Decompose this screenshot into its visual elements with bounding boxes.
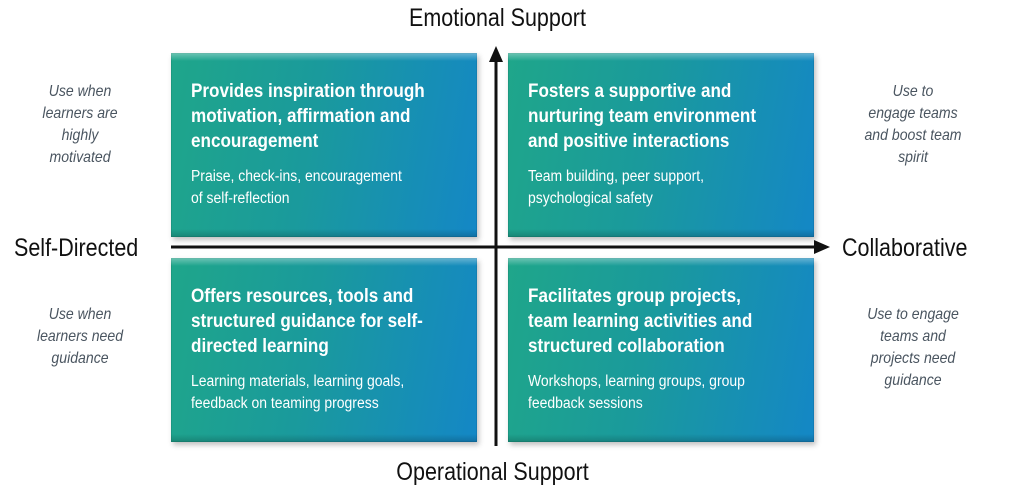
title-line: structured collaboration <box>528 336 725 357</box>
note-bottom-left: Use when learners need guidance <box>14 304 146 370</box>
vertical-axis-arrowhead <box>489 46 503 62</box>
note-line: learners are <box>42 105 118 122</box>
body-line: Learning materials, learning goals, <box>191 373 405 390</box>
note-line: learners need <box>36 328 124 345</box>
horizontal-axis-arrowhead <box>814 240 830 254</box>
note-line: engage teams <box>868 105 958 122</box>
note-line: Use to engage <box>867 306 959 323</box>
title-line: Fosters a supportive and <box>528 81 732 102</box>
quadrant-body: Workshops, learning groups, group feedba… <box>528 371 798 415</box>
note-bottom-right: Use to engage teams and projects need gu… <box>847 304 979 392</box>
quadrant-title: Fosters a supportive and nurturing team … <box>528 79 798 154</box>
title-line: nurturing team environment <box>528 106 757 127</box>
title-line: team learning activities and <box>528 311 753 332</box>
quadrant-bottom-left: Offers resources, tools and structured g… <box>171 258 477 442</box>
title-line: directed learning <box>191 336 329 357</box>
quadrant-title: Facilitates group projects, team learnin… <box>528 284 798 359</box>
body-line: Team building, peer support, <box>528 168 705 185</box>
quadrant-body: Team building, peer support, psychologic… <box>528 166 798 210</box>
title-line: motivation, affirmation and <box>191 106 411 127</box>
body-line: Workshops, learning groups, group <box>528 373 745 390</box>
note-line: guidance <box>51 350 109 367</box>
quadrant-title: Provides inspiration through motivation,… <box>191 79 461 154</box>
note-line: spirit <box>898 149 928 166</box>
quadrant-body: Learning materials, learning goals, feed… <box>191 371 461 415</box>
quadrant-top-left: Provides inspiration through motivation,… <box>171 53 477 237</box>
note-line: Use when <box>48 83 112 100</box>
axis-label-right: Collaborative <box>842 234 968 262</box>
note-top-left: Use when learners are highly motivated <box>14 81 146 169</box>
body-line: feedback on teaming progress <box>191 395 379 412</box>
title-line: Provides inspiration through <box>191 81 425 102</box>
quadrant-bottom-right: Facilitates group projects, team learnin… <box>508 258 814 442</box>
title-line: encouragement <box>191 131 319 152</box>
body-line: psychological safety <box>528 190 653 207</box>
body-line: Praise, check-ins, encouragement <box>191 168 402 185</box>
body-line: of self-reflection <box>191 190 290 207</box>
body-line: feedback sessions <box>528 395 643 412</box>
note-line: motivated <box>49 149 111 166</box>
note-line: projects need <box>870 350 956 367</box>
title-line: Offers resources, tools and <box>191 286 414 307</box>
quadrant-top-right: Fosters a supportive and nurturing team … <box>508 53 814 237</box>
axis-label-left: Self-Directed <box>14 234 139 262</box>
title-line: Facilitates group projects, <box>528 286 741 307</box>
note-line: and boost team <box>864 127 962 144</box>
title-line: structured guidance for self- <box>191 311 423 332</box>
quadrant-body: Praise, check-ins, encouragement of self… <box>191 166 461 210</box>
note-line: guidance <box>884 372 942 389</box>
note-top-right: Use to engage teams and boost team spiri… <box>847 81 979 169</box>
note-line: teams and <box>880 328 946 345</box>
axis-label-bottom: Operational Support <box>396 458 589 486</box>
note-line: highly <box>61 127 99 144</box>
quadrant-title: Offers resources, tools and structured g… <box>191 284 461 359</box>
note-line: Use when <box>48 306 112 323</box>
note-line: Use to <box>892 83 934 100</box>
axis-label-top: Emotional Support <box>409 4 586 32</box>
title-line: and positive interactions <box>528 131 730 152</box>
